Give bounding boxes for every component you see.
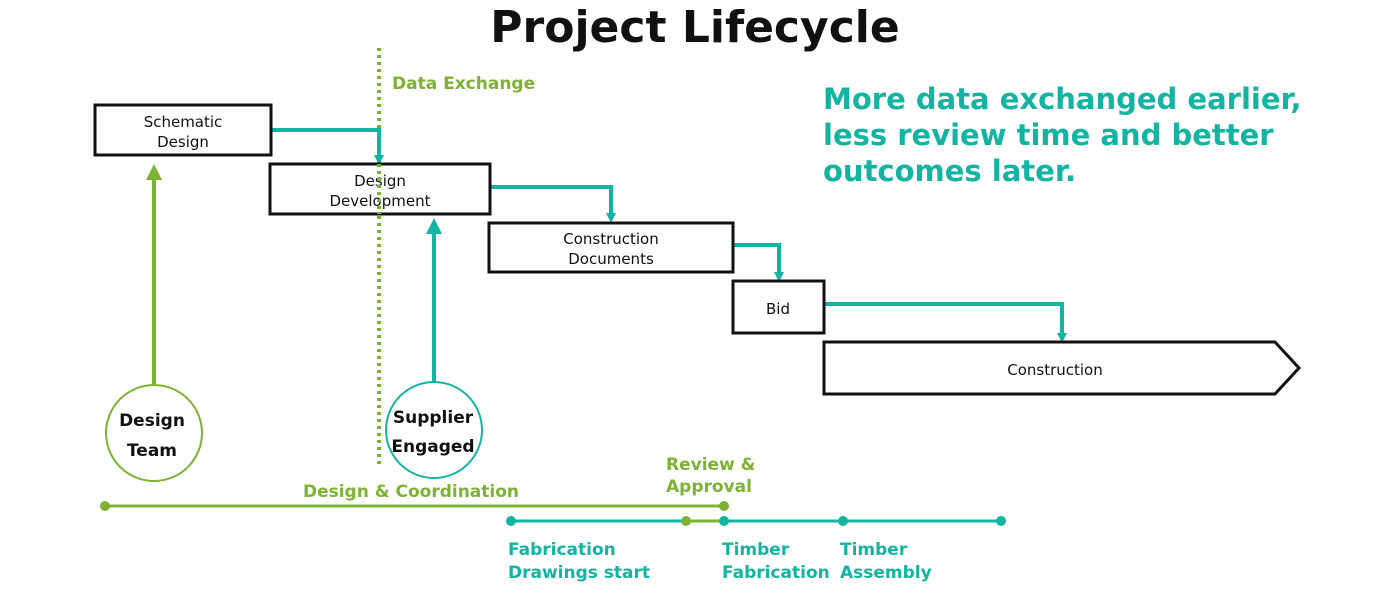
phase-construction-label: Construction (1007, 361, 1103, 379)
phase-construction-documents: Construction Documents (487, 221, 735, 274)
diagram-title: Project Lifecycle (490, 2, 899, 53)
review-approval-line-1: Review & (666, 455, 756, 475)
fabrication-drawings-dot (506, 516, 516, 526)
timber-fabrication-line-1: Timber (722, 540, 790, 560)
fabrication-drawings-line-1: Fabrication (508, 540, 616, 560)
timber-assembly-line-1: Timber (840, 540, 908, 560)
design-team-arrow-head (146, 164, 162, 180)
tagline-line-2: less review time and better (823, 118, 1274, 152)
phase-schematic-line-1: Schematic (144, 113, 223, 131)
actor-design-team: Design Team (105, 384, 203, 482)
phase-schematic-design: Schematic Design (93, 103, 273, 157)
supplier-arrow-head (426, 218, 442, 234)
phase-documents-line-1: Construction (563, 230, 659, 248)
phase-documents-line-2: Documents (568, 250, 654, 268)
design-team-line-2: Team (127, 441, 177, 461)
timber-fabrication-dot (719, 516, 729, 526)
connector-documents-to-bid (733, 243, 784, 282)
data-exchange-label: Data Exchange (392, 74, 535, 94)
fabrication-drawings-line-2: Drawings start (508, 563, 650, 583)
review-approval-line-2: Approval (666, 477, 752, 497)
supplier-line-1: Supplier (393, 408, 474, 428)
connector-bid-to-construction (824, 302, 1067, 343)
tagline-line-1: More data exchanged earlier, (823, 82, 1302, 116)
design-coordination-end-dot (719, 501, 729, 511)
design-coordination-label: Design & Coordination (303, 482, 519, 502)
actor-supplier-engaged: Supplier Engaged (385, 381, 483, 479)
phase-bid-label: Bid (766, 300, 790, 318)
fabrication-end-dot (996, 516, 1006, 526)
phase-construction: Construction (822, 340, 1302, 396)
connector-development-to-documents (490, 185, 616, 223)
design-team-line-1: Design (119, 411, 185, 431)
timber-assembly-dot (838, 516, 848, 526)
design-coordination-start-dot (100, 501, 110, 511)
connector-schematic-to-development (271, 128, 384, 165)
review-approval-start-dot (681, 516, 691, 526)
timber-assembly-line-2: Assembly (840, 563, 932, 583)
supplier-line-2: Engaged (391, 437, 474, 457)
timber-fabrication-line-2: Fabrication (722, 563, 830, 583)
phase-schematic-line-2: Design (157, 133, 209, 151)
tagline-line-3: outcomes later. (823, 154, 1076, 188)
phase-bid: Bid (731, 279, 826, 335)
